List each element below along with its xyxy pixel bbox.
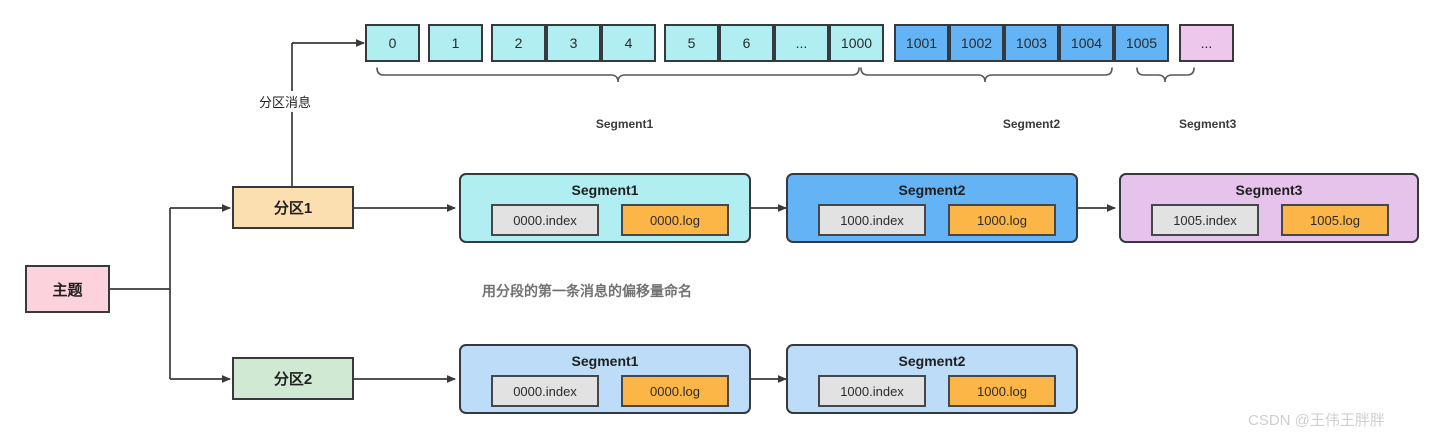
offset-cell[interactable]: 2 [491, 24, 546, 62]
node-topic-label: 主题 [52, 281, 83, 299]
partition1-segment[interactable]: Segment2 1000.index 1000.log [786, 173, 1078, 243]
node-topic[interactable]: 主题 [25, 265, 110, 313]
offset-cell[interactable]: 6 [719, 24, 774, 62]
offset-cell[interactable]: 1000 [829, 24, 884, 62]
log-file-chip[interactable]: 1000.log [948, 204, 1056, 236]
partition2-segment[interactable]: Segment2 1000.index 1000.log [786, 344, 1078, 414]
offset-cell[interactable]: 5 [664, 24, 719, 62]
offset-cell[interactable]: 1 [428, 24, 483, 62]
offset-cell[interactable]: 1002 [949, 24, 1004, 62]
node-partition1[interactable]: 分区1 [232, 186, 354, 229]
offset-cell[interactable]: 1005 [1114, 24, 1169, 62]
offset-cell[interactable]: ... [774, 24, 829, 62]
partition1-segment[interactable]: Segment1 0000.index 0000.log [459, 173, 751, 243]
partition1-segment[interactable]: Segment3 1005.index 1005.log [1119, 173, 1419, 243]
index-file-chip[interactable]: 0000.index [491, 204, 599, 236]
node-partition2-label: 分区2 [273, 371, 313, 388]
segment-title: Segment3 [1235, 182, 1303, 198]
watermark: CSDN @王伟王胖胖 [1248, 412, 1385, 429]
log-file-chip[interactable]: 0000.log [621, 204, 729, 236]
segment-title: Segment2 [898, 353, 966, 369]
brace-segment3 [1136, 67, 1195, 83]
log-file-chip[interactable]: 0000.log [621, 375, 729, 407]
strip-group-label: Segment2 [1002, 117, 1061, 131]
brace-segment2 [860, 67, 1113, 83]
segment-title: Segment1 [571, 353, 639, 369]
edge-label-partition-messages: 分区消息 [257, 91, 314, 112]
offset-cell[interactable]: 3 [546, 24, 601, 62]
strip-group-label: Segment3 [1179, 117, 1237, 131]
offset-cell[interactable]: ... [1179, 24, 1234, 62]
offset-cell[interactable]: 1004 [1059, 24, 1114, 62]
brace-segment1 [376, 67, 860, 83]
index-file-chip[interactable]: 1000.index [818, 375, 926, 407]
note-naming-rule: 用分段的第一条消息的偏移量命名 [482, 283, 692, 299]
log-file-chip[interactable]: 1005.log [1281, 204, 1389, 236]
index-file-chip[interactable]: 1000.index [818, 204, 926, 236]
partition2-segment[interactable]: Segment1 0000.index 0000.log [459, 344, 751, 414]
index-file-chip[interactable]: 0000.index [491, 375, 599, 407]
strip-group-label: Segment1 [595, 117, 654, 131]
segment-title: Segment2 [898, 182, 966, 198]
segment-title: Segment1 [571, 182, 639, 198]
offset-cell[interactable]: 1003 [1004, 24, 1059, 62]
log-file-chip[interactable]: 1000.log [948, 375, 1056, 407]
node-partition1-label: 分区1 [273, 200, 313, 217]
offset-cell[interactable]: 4 [601, 24, 656, 62]
node-partition2[interactable]: 分区2 [232, 357, 354, 400]
offset-cell[interactable]: 1001 [894, 24, 949, 62]
offset-cell[interactable]: 0 [365, 24, 420, 62]
index-file-chip[interactable]: 1005.index [1151, 204, 1259, 236]
